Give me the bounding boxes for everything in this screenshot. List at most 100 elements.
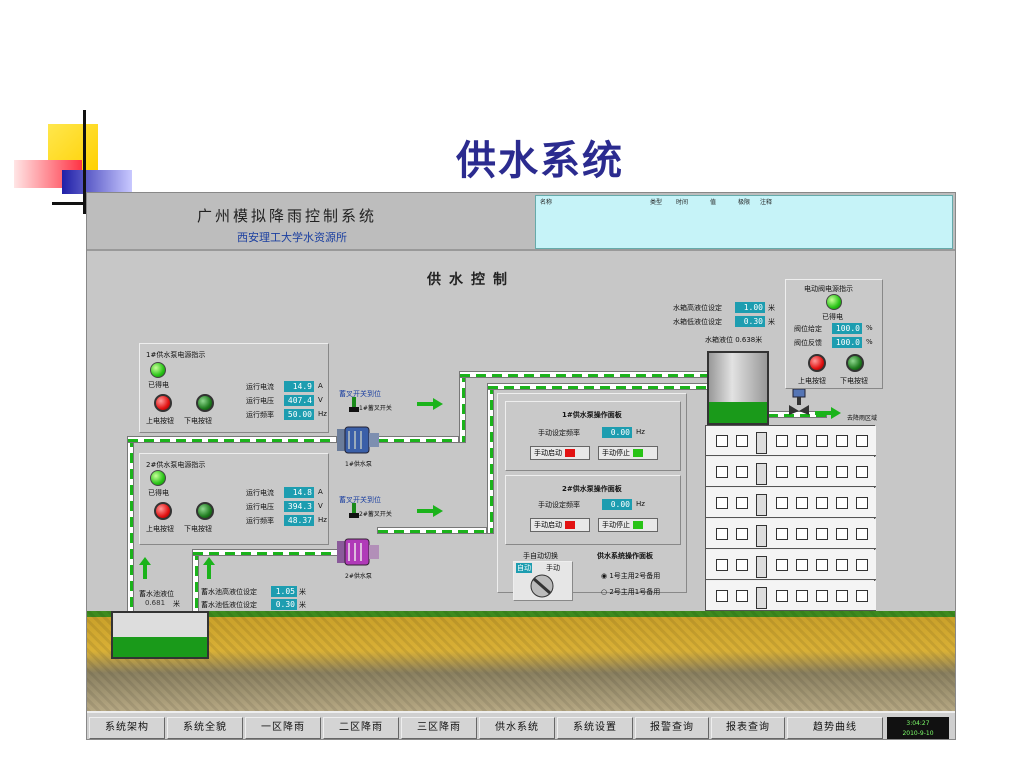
valve-fb-label: 阀位反馈	[794, 339, 822, 347]
pool-high-unit: 米	[299, 588, 306, 596]
pump2-freq-unit: Hz	[318, 516, 327, 524]
pool-up-arrow-icon-2	[203, 557, 215, 579]
valve-off-button[interactable]	[846, 354, 864, 372]
nav-report-query[interactable]: 报表查询	[711, 717, 785, 739]
building-window	[836, 590, 848, 602]
pump2-valve-small: 2#蓄叉开关	[359, 511, 392, 518]
panel1-start-button[interactable]: 手动启动	[530, 446, 590, 460]
pipe-top-main	[459, 371, 709, 378]
pump1-valve-label: 蓄叉开关到位	[339, 390, 381, 398]
tank-high-label: 水箱高液位设定	[673, 304, 722, 312]
building-window	[736, 590, 748, 602]
pump2-current-unit: A	[318, 488, 323, 496]
building-window	[796, 559, 808, 571]
tank-high-value[interactable]: 1.00	[735, 302, 765, 313]
nav-zone1-rain[interactable]: 一区降雨	[245, 717, 321, 739]
pump2-operation-panel: 2#供水泵操作面板 手动设定频率 0.00 Hz 手动启动 手动停止	[505, 475, 681, 545]
pump1-voltage-label: 运行电压	[246, 397, 274, 405]
building-window	[816, 559, 828, 571]
pump2-icon[interactable]	[335, 537, 381, 567]
building-window	[716, 590, 728, 602]
pump2-label: 2#供水泵	[345, 573, 372, 580]
switch-manual-label: 手动	[546, 564, 560, 572]
supply-option-2[interactable]: ○ 2号主用1号备用	[601, 587, 660, 597]
valve-power-title: 电动阀电源指示	[804, 285, 853, 293]
scada-screen: 广州模拟降雨控制系统 西安理工大学水资源所 名称 类型 时间 值 极限 注释 供…	[86, 192, 956, 740]
pump1-on-button[interactable]	[154, 394, 172, 412]
panel1-stop-indicator	[633, 449, 643, 457]
header: 广州模拟降雨控制系统 西安理工大学水资源所 名称 类型 时间 值 极限 注释	[87, 193, 955, 251]
panel1-stop-button[interactable]: 手动停止	[598, 446, 658, 460]
panel2-freq-label: 手动设定频率	[538, 501, 580, 509]
building-window	[736, 435, 748, 447]
pool-high-value[interactable]: 1.05	[271, 586, 297, 597]
nav-alarm-query[interactable]: 报警查询	[635, 717, 709, 739]
pool-level-unit: 米	[173, 600, 180, 608]
pump2-valve-arrow-icon	[349, 503, 359, 518]
panel2-stop-button[interactable]: 手动停止	[598, 518, 658, 532]
nav-zone2-rain[interactable]: 二区降雨	[323, 717, 399, 739]
pump1-panel-title: 1#供水泵电源指示	[146, 351, 206, 359]
nav-system-settings[interactable]: 系统设置	[557, 717, 633, 739]
building-window	[796, 435, 808, 447]
valve-fb-value: 100.0	[832, 337, 862, 348]
panel2-freq-value[interactable]: 0.00	[602, 499, 632, 510]
building-window	[776, 497, 788, 509]
building-window	[736, 559, 748, 571]
valve-fb-unit: %	[866, 338, 873, 346]
tank-low-value[interactable]: 0.30	[735, 316, 765, 327]
building-window	[716, 497, 728, 509]
building-window	[856, 435, 868, 447]
nav-bar: 系统架构 系统全貌 一区降雨 二区降雨 三区降雨 供水系统 系统设置 报警查询 …	[87, 711, 955, 739]
alarm-col-limit: 极限	[738, 199, 751, 206]
switch-title: 手自动切换	[523, 552, 558, 560]
pump1-off-button[interactable]	[196, 394, 214, 412]
building-window	[816, 590, 828, 602]
pump1-current-value: 14.9	[284, 381, 314, 392]
pump1-voltage-value: 407.4	[284, 395, 314, 406]
electric-valve-icon[interactable]	[787, 389, 811, 415]
valve-on-button[interactable]	[808, 354, 826, 372]
building-window	[776, 559, 788, 571]
pump1-voltage-unit: V	[318, 396, 323, 404]
pump1-valve-small: 1#蓄叉开关	[359, 405, 392, 412]
pump1-icon[interactable]	[335, 425, 381, 455]
panel1-freq-value[interactable]: 0.00	[602, 427, 632, 438]
outflow-arrow-icon	[815, 407, 841, 419]
building-window	[776, 435, 788, 447]
valve-set-value[interactable]: 100.0	[832, 323, 862, 334]
panel2-stop-label: 手动停止	[602, 521, 630, 529]
supply-option-1-label: 1号主用2号备用	[609, 572, 661, 580]
pool-low-value[interactable]: 0.30	[271, 599, 297, 610]
building-window	[836, 497, 848, 509]
nav-system-overview[interactable]: 系统全貌	[167, 717, 243, 739]
pipe-pump2-inlet	[192, 549, 342, 556]
nav-trend-curve[interactable]: 趋势曲线	[787, 717, 883, 739]
nav-system-architecture[interactable]: 系统架构	[89, 717, 165, 739]
pump2-off-button[interactable]	[196, 502, 214, 520]
nav-water-supply[interactable]: 供水系统	[479, 717, 555, 739]
deco-vertical-line	[83, 110, 86, 214]
pump2-on-label: 上电按钮	[146, 525, 174, 533]
building-door	[756, 556, 767, 578]
supply-radio-1-icon: ◉	[601, 572, 608, 580]
building-door	[756, 587, 767, 609]
pump1-valve-arrow-icon	[349, 397, 359, 412]
alarm-col-time: 时间	[676, 199, 689, 206]
building-window	[856, 466, 868, 478]
panel2-start-button[interactable]: 手动启动	[530, 518, 590, 532]
auto-manual-switch[interactable]: 自动 手动	[513, 561, 573, 601]
supply-option-1[interactable]: ◉ 1号主用2号备用	[601, 571, 660, 581]
pump1-freq-value: 50.00	[284, 409, 314, 420]
alarm-table[interactable]: 名称 类型 时间 值 极限 注释	[535, 195, 953, 249]
pool-low-label: 蓄水池低液位设定	[201, 601, 257, 609]
pump1-on-label: 上电按钮	[146, 417, 174, 425]
pool-level-value: 0.681	[145, 599, 166, 607]
nav-zone3-rain[interactable]: 三区降雨	[401, 717, 477, 739]
tank-level-text: 水箱液位 0.638米	[705, 336, 763, 344]
pump1-flow-arrow-icon	[417, 398, 443, 410]
tank-high-unit: 米	[768, 304, 775, 312]
pump2-on-button[interactable]	[154, 502, 172, 520]
pump1-power-panel: 1#供水泵电源指示 已得电 上电按钮 下电按钮 运行电流 14.9 A 运行电压…	[139, 343, 329, 433]
valve-power-panel: 电动阀电源指示 已得电 阀位给定 100.0 % 阀位反馈 100.0 % 上电…	[785, 279, 883, 389]
